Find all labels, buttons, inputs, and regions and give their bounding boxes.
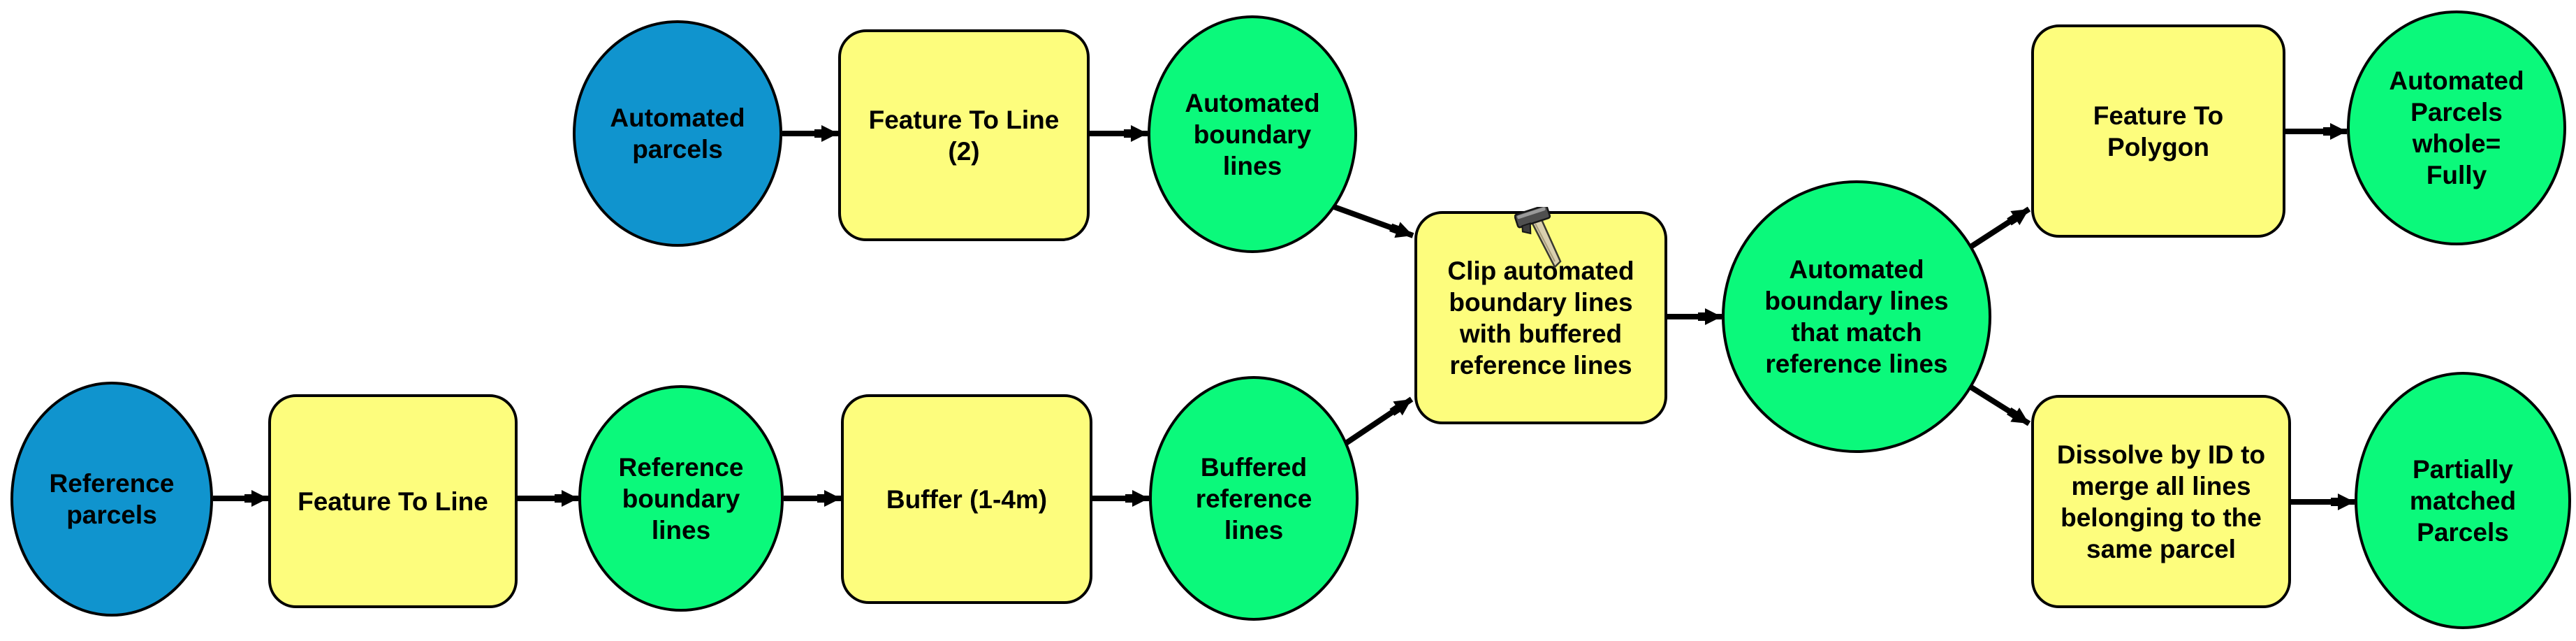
input-node-reference-parcels[interactable]: Reference parcels bbox=[10, 382, 213, 617]
tool-node-dissolve-by-id[interactable]: Dissolve by ID to merge all lines belong… bbox=[2031, 395, 2291, 608]
node-label: Partially matched Parcels bbox=[2409, 454, 2517, 547]
node-label: Reference boundary lines bbox=[618, 452, 744, 545]
tool-node-feature-to-polygon[interactable]: Feature To Polygon bbox=[2031, 24, 2285, 238]
output-node-automated-boundary-lines-that-match[interactable]: Automated boundary lines that match refe… bbox=[1722, 180, 1991, 453]
tool-node-buffer[interactable]: Buffer (1-4m) bbox=[841, 394, 1092, 604]
node-label: Automated parcels bbox=[610, 103, 745, 164]
output-node-reference-boundary-lines[interactable]: Reference boundary lines bbox=[578, 385, 784, 612]
node-label: Feature To Polygon bbox=[2093, 101, 2224, 161]
node-label: Feature To Line (2) bbox=[868, 105, 1060, 166]
node-label: Buffered reference lines bbox=[1195, 452, 1312, 545]
output-node-partially-matched-parcels[interactable]: Partially matched Parcels bbox=[2355, 372, 2571, 629]
connector-matched-lines-to-feature-to-polygon bbox=[1968, 206, 2031, 250]
output-node-automated-parcels-whole-fully[interactable]: Automated Parcels whole= Fully bbox=[2347, 10, 2566, 245]
node-label: Reference parcels bbox=[49, 469, 175, 529]
node-label: Buffer (1-4m) bbox=[886, 484, 1048, 514]
connector-buffered-reference-to-clip bbox=[1344, 396, 1414, 446]
node-label: Automated boundary lines that match refe… bbox=[1764, 255, 1949, 378]
node-label: Feature To Line bbox=[298, 487, 488, 516]
tool-node-feature-to-line-2[interactable]: Feature To Line (2) bbox=[838, 29, 1090, 241]
node-label: Automated Parcels whole= Fully bbox=[2389, 66, 2524, 189]
node-label: Clip automated boundary lines with buffe… bbox=[1447, 256, 1634, 380]
node-label: Dissolve by ID to merge all lines belong… bbox=[2056, 440, 2266, 563]
connector-automated-boundary-to-clip bbox=[1327, 202, 1414, 238]
output-node-automated-boundary-lines[interactable]: Automated boundary lines bbox=[1148, 15, 1357, 253]
output-node-buffered-reference-lines[interactable]: Buffered reference lines bbox=[1149, 376, 1359, 621]
node-label: Automated boundary lines bbox=[1185, 88, 1320, 180]
hammer-cursor bbox=[1514, 207, 1562, 269]
input-node-automated-parcels[interactable]: Automated parcels bbox=[573, 20, 782, 247]
connector-matched-lines-to-dissolve bbox=[1969, 384, 2031, 426]
tool-node-feature-to-line[interactable]: Feature To Line bbox=[268, 394, 518, 608]
tool-node-clip-automated-boundary-lines[interactable]: Clip automated boundary lines with buffe… bbox=[1414, 211, 1667, 424]
